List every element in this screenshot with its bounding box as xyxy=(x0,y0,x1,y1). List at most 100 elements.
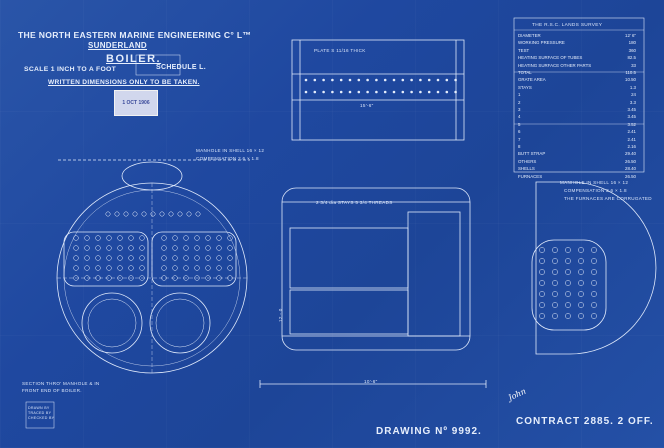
spec-value: 3.45 xyxy=(627,107,636,112)
stay-stud xyxy=(427,90,431,94)
tube-hole xyxy=(128,235,134,241)
stay-stud xyxy=(419,90,422,94)
tube-hole xyxy=(95,265,101,271)
top-plan xyxy=(291,39,465,141)
tube-hole xyxy=(161,275,167,281)
tube-hole xyxy=(205,235,211,241)
tube-hole xyxy=(539,302,545,308)
stay-stud xyxy=(445,90,449,94)
tube-hole xyxy=(172,265,178,271)
company-title: THE NORTH EASTERN MARINE ENGINEERING C° … xyxy=(18,30,252,40)
tube-hole xyxy=(177,211,183,217)
tube-hole xyxy=(161,255,167,261)
tube-hole xyxy=(227,275,233,281)
tube-hole xyxy=(183,245,189,251)
tube-hole xyxy=(141,211,147,217)
tube-hole xyxy=(578,258,584,264)
tube-hole xyxy=(172,245,178,251)
tube-hole xyxy=(183,275,189,281)
spec-key: 3 xyxy=(518,107,521,112)
section-caption: SECTION THRO' MANHOLE & IN FRONT END OF … xyxy=(22,381,100,393)
spec-value: 29.40 xyxy=(625,151,636,157)
tube-hole xyxy=(73,265,79,271)
tube-hole xyxy=(591,302,597,308)
stay-stud xyxy=(313,78,317,82)
tube-hole xyxy=(539,280,545,286)
tube-hole xyxy=(565,269,571,275)
spec-key: SHELLS xyxy=(518,166,535,172)
tube-hole xyxy=(578,269,584,275)
tube-hole xyxy=(95,245,101,251)
tube-hole xyxy=(216,255,222,261)
stay-stud xyxy=(339,78,343,82)
stay-stud xyxy=(410,90,413,94)
tube-hole xyxy=(84,265,90,271)
length-dimension: 10'-6" xyxy=(364,379,378,384)
tube-hole xyxy=(128,255,134,261)
tube-hole xyxy=(552,258,558,264)
tube-hole xyxy=(552,313,558,319)
tube-hole xyxy=(591,269,597,275)
spec-value: 3.52 xyxy=(627,121,636,127)
tube-hole xyxy=(539,247,545,253)
tube-hole xyxy=(552,302,558,308)
stay-stud xyxy=(331,90,334,94)
tube-hole xyxy=(539,291,545,297)
tube-hole xyxy=(123,211,129,217)
stay-stud xyxy=(304,78,308,82)
tube-hole xyxy=(117,235,123,241)
spec-value: 26.50 xyxy=(625,173,636,179)
tube-hole xyxy=(552,280,558,286)
tube-hole xyxy=(591,280,597,286)
tube-hole xyxy=(95,255,101,261)
tube-hole xyxy=(117,265,123,271)
tube-hole xyxy=(578,313,584,319)
tube-hole xyxy=(578,291,584,297)
tube-hole xyxy=(161,245,167,251)
tube-hole xyxy=(117,275,123,281)
stay-stud xyxy=(357,90,361,94)
furnace-side xyxy=(289,289,409,335)
tube-hole xyxy=(565,258,571,264)
tube-hole xyxy=(117,255,123,261)
stay-stud xyxy=(366,78,369,82)
tube-hole xyxy=(128,265,134,271)
tube-hole xyxy=(105,211,111,217)
spec-key: BUTT STRAP xyxy=(518,151,546,157)
tube-hole xyxy=(227,265,233,271)
stay-stud xyxy=(383,90,387,94)
stay-stud xyxy=(339,90,343,94)
tube-hole xyxy=(565,313,571,319)
longitudinal-shell xyxy=(281,187,471,351)
manhole-note: MANHOLE IN SHELL 16 × 12 xyxy=(196,148,265,153)
stay-stud xyxy=(375,90,378,94)
tube-hole xyxy=(183,255,189,261)
stays-label: 2 3/4 dia STAYS 5 3/4 THREADS xyxy=(316,200,393,205)
tube-hole xyxy=(106,245,112,251)
stay-stud xyxy=(383,78,387,82)
stay-stud xyxy=(322,78,325,82)
spec-value: 10.50 xyxy=(625,77,636,83)
tube-hole xyxy=(205,245,211,251)
spec-value: 3.3 xyxy=(629,99,636,105)
tube-hole xyxy=(139,255,145,261)
tube-hole xyxy=(132,211,138,217)
stay-stud xyxy=(454,78,457,82)
tube-hole xyxy=(227,235,233,241)
tube-hole xyxy=(172,255,178,261)
tube-hole xyxy=(552,291,558,297)
spec-key: 6 xyxy=(518,129,521,135)
tube-hole xyxy=(565,291,571,297)
stay-stud xyxy=(357,78,361,82)
stay-stud xyxy=(392,90,396,94)
